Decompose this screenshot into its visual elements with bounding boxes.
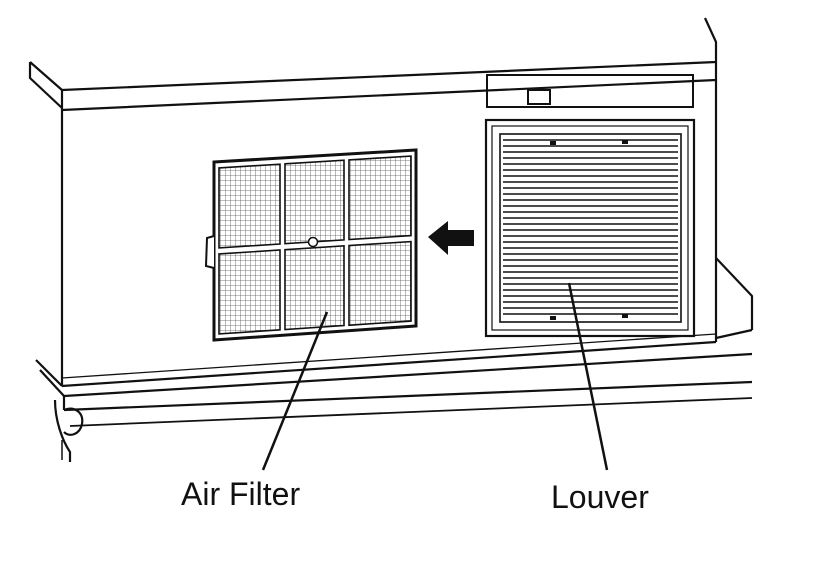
filter-mesh-pane: [218, 163, 281, 249]
arrow-left-icon: [428, 221, 474, 255]
louver-clip: [550, 141, 556, 145]
louver-clip: [622, 140, 628, 144]
filter-mesh-pane: [348, 240, 412, 327]
louver: [484, 118, 696, 338]
filter-mesh-pane: [218, 249, 281, 335]
louver-slats: [503, 139, 678, 320]
louver-clip: [622, 314, 628, 318]
filter-center-knob: [307, 236, 319, 248]
filter-mesh-pane: [284, 159, 345, 245]
louver-label: Louver: [551, 479, 649, 515]
air-filter: [204, 148, 418, 342]
filter-mesh-pane: [284, 245, 345, 331]
filter-mesh-pane: [348, 155, 412, 241]
louver-clip: [550, 316, 556, 320]
control-panel: [486, 74, 694, 108]
louver-leader-line: [567, 282, 609, 471]
air-filter-label: Air Filter: [181, 476, 301, 512]
unit-housing: [28, 17, 754, 462]
filter-panes: [218, 155, 412, 335]
air-filter-leader-line: [261, 311, 329, 471]
filter-handle: [204, 235, 215, 269]
